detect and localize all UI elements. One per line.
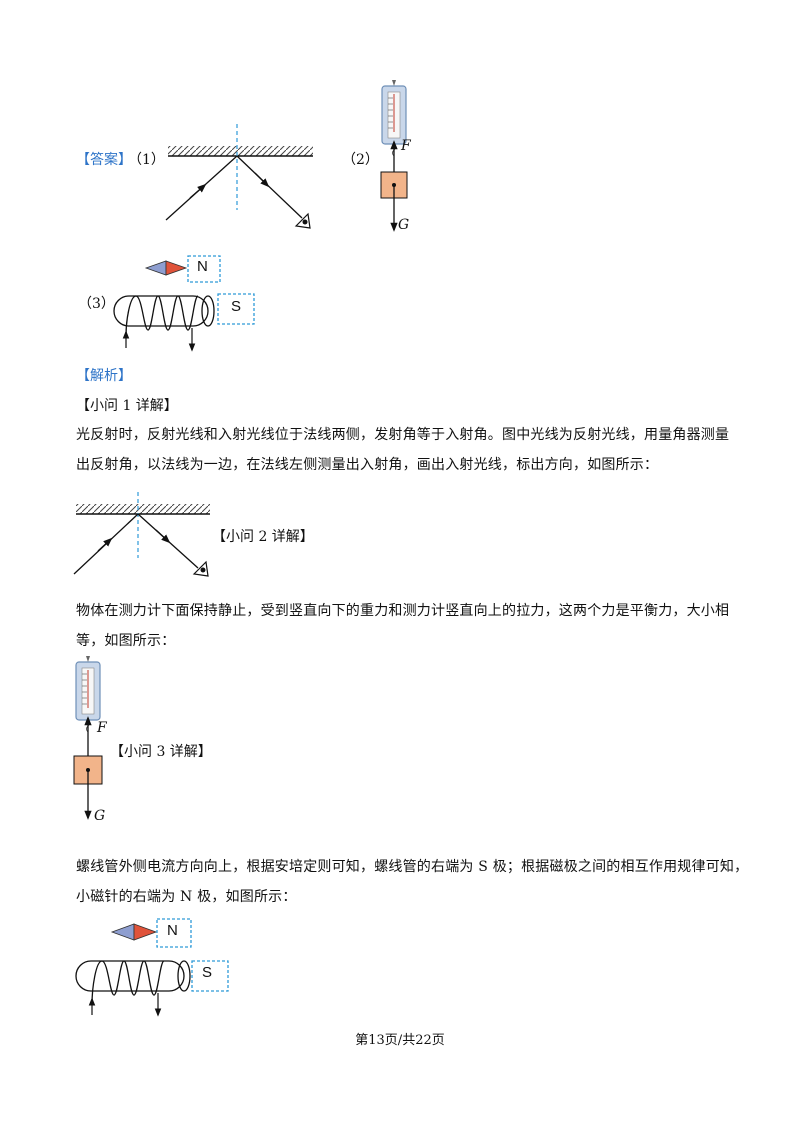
spring-scale-diagram-analysis [73, 656, 103, 820]
q3-heading: 【小问 3 详解】 [110, 744, 212, 760]
q3-text-line2: 小磁针的右端为 N 极，如图所示： [76, 889, 297, 905]
answer-tag: 【答案】 [76, 152, 132, 168]
solenoid-diagram-answer [113, 255, 255, 352]
compass-needle-icon [144, 260, 188, 276]
q2-text-line1: 物体在测力计下面保持静止，受到竖直向下的重力和测力计竖直向上的拉力，这两个力是平… [76, 603, 730, 619]
part3-label: （3） [78, 296, 115, 312]
q1-heading: 【小问 1 详解】 [76, 398, 178, 414]
pole-S-label-analysis: S [202, 964, 213, 981]
reflection-diagram-answer [165, 124, 313, 229]
force-F-label-answer: F [401, 138, 411, 154]
pole-S-label-answer: S [231, 298, 242, 315]
force-G-label-analysis: G [94, 808, 106, 824]
eye-icon [294, 212, 311, 229]
q2-text-line2: 等，如图所示： [76, 633, 176, 649]
page-number: 第13页/共22页 [355, 1033, 445, 1048]
solenoid-diagram-analysis [75, 918, 229, 1017]
compass-needle-icon [110, 923, 158, 941]
part1-label: （1） [128, 152, 165, 168]
spring-scale-diagram-answer [380, 80, 408, 232]
part2-label: （2） [342, 152, 379, 168]
q1-text-line1: 光反射时，反射光线和入射光线位于法线两侧，发射角等于入射角。图中光线为反射光线，… [76, 427, 730, 443]
eye-icon [192, 560, 209, 577]
analysis-tag: 【解析】 [76, 368, 132, 384]
pole-N-label-answer: N [197, 258, 208, 275]
force-G-label-answer: G [398, 217, 410, 233]
reflection-diagram-analysis [73, 492, 210, 577]
force-F-label-analysis: F [97, 720, 107, 736]
pole-N-label-analysis: N [167, 922, 178, 939]
q2-heading: 【小问 2 详解】 [212, 529, 314, 545]
q1-text-line2: 出反射角，以法线为一边，在法线左侧测量出入射角，画出入射光线，标出方向，如图所示… [76, 457, 659, 473]
q3-text-line1: 螺线管外侧电流方向向上，根据安培定则可知，螺线管的右端为 S 极；根据磁极之间的… [76, 859, 749, 875]
